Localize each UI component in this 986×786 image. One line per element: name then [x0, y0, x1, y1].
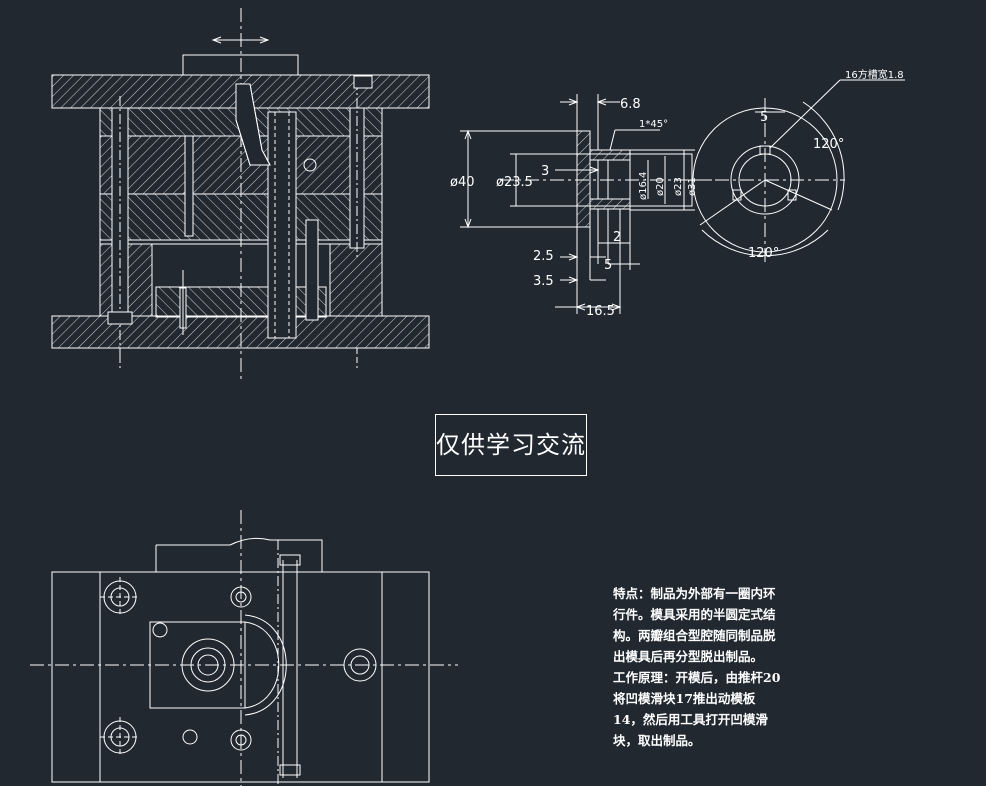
part-end-view [690, 79, 905, 262]
dim-diameter-23: ø23 [673, 177, 684, 196]
chamfer-note: 1*45° [639, 119, 668, 130]
dim-diameter-31: ø31 [687, 177, 698, 196]
mold-plan-view [30, 510, 458, 786]
dim-5-bottom: 5 [604, 258, 612, 273]
dim-diameter-20: ø20 [655, 177, 666, 196]
dim-3: 3 [541, 164, 549, 179]
part-section-view [460, 94, 712, 314]
dim-diameter-16-4: ø16.4 [638, 172, 649, 200]
dim-5-top: 5 [760, 110, 768, 125]
dim-2: 2 [613, 230, 621, 245]
mold-section-view [51, 8, 430, 380]
dim-diameter-40: ø40 [450, 175, 475, 190]
angle-120-right: 120° [813, 137, 844, 152]
dim-3-5: 3.5 [533, 274, 554, 289]
technical-notes: 特点：制品为外部有一圈内环行件。模具采用的半圆定式结构。两瓣组合型腔随同制品脱出… [613, 583, 783, 751]
dim-diameter-23-5: ø23.5 [496, 175, 533, 190]
notes-features: 特点：制品为外部有一圈内环行件。模具采用的半圆定式结构。两瓣组合型腔随同制品脱出… [613, 586, 776, 664]
slot-note: 16方槽宽1.8 [845, 68, 904, 81]
dim-16-5: 16.5 [586, 304, 615, 319]
notes-working-principle: 工作原理：开模后，由推杆20将凹模滑块17推出动模板14，然后用工具打开凹模滑块… [613, 670, 781, 748]
dim-2-5: 2.5 [533, 249, 554, 264]
angle-120-bottom: 120° [748, 246, 779, 261]
dim-6-8: 6.8 [620, 97, 641, 112]
watermark-box: 仅供学习交流 [435, 414, 587, 476]
